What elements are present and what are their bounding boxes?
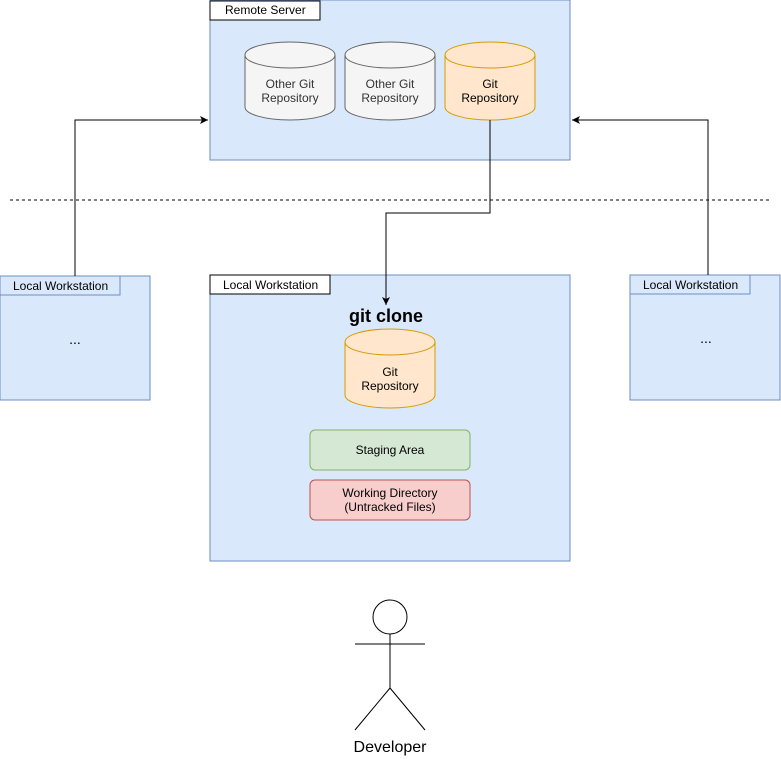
repo-2-line1: Other Git [366, 77, 415, 91]
center-workstation-panel[interactable]: Local Workstation git clone Git Reposito… [209, 274, 571, 562]
repo-2-line2: Repository [361, 91, 418, 105]
staging-area-box[interactable]: Staging Area [309, 429, 471, 471]
repo-1-line1: Other Git [266, 77, 315, 91]
developer-right-leg [389, 687, 426, 731]
local-git-repository[interactable]: Git Repository [344, 328, 436, 409]
local-repo-line2: Repository [361, 379, 418, 393]
developer-left-leg [354, 687, 391, 731]
remote-server-panel[interactable]: Remote Server Other Git Repository Other… [209, 0, 571, 161]
other-git-repository-1[interactable]: Other Git Repository [244, 41, 336, 121]
working-directory-line2: (Untracked Files) [344, 500, 435, 514]
remote-git-repository[interactable]: Git Repository [444, 41, 536, 121]
left-workstation-title: Local Workstation [13, 279, 108, 293]
left-workstation-panel[interactable]: Local Workstation ... [0, 275, 151, 401]
working-directory-box[interactable]: Working Directory (Untracked Files) [309, 479, 471, 521]
right-workstation-panel[interactable]: Local Workstation ... [629, 274, 781, 401]
repo-3-line2: Repository [461, 91, 518, 105]
repo-3-line1: Git [482, 77, 498, 91]
repo-1-line2: Repository [261, 91, 318, 105]
remote-server-title: Remote Server [225, 3, 306, 17]
developer-label: Developer [354, 739, 428, 756]
clone-arrow [382, 120, 491, 305]
working-directory-line1: Working Directory [342, 486, 437, 500]
git-clone-label: git clone [349, 306, 423, 326]
developer-head [372, 599, 408, 635]
local-repo-line1: Git [382, 365, 398, 379]
developer-figure [354, 599, 426, 731]
left-push-arrow [74, 116, 208, 276]
right-workstation-ellipsis: ... [700, 330, 712, 346]
staging-area-label: Staging Area [356, 443, 425, 457]
left-workstation-ellipsis: ... [69, 331, 81, 347]
right-workstation-title: Local Workstation [643, 278, 738, 292]
right-push-arrow [572, 116, 709, 275]
other-git-repository-2[interactable]: Other Git Repository [344, 41, 436, 121]
center-workstation-title: Local Workstation [223, 278, 318, 292]
